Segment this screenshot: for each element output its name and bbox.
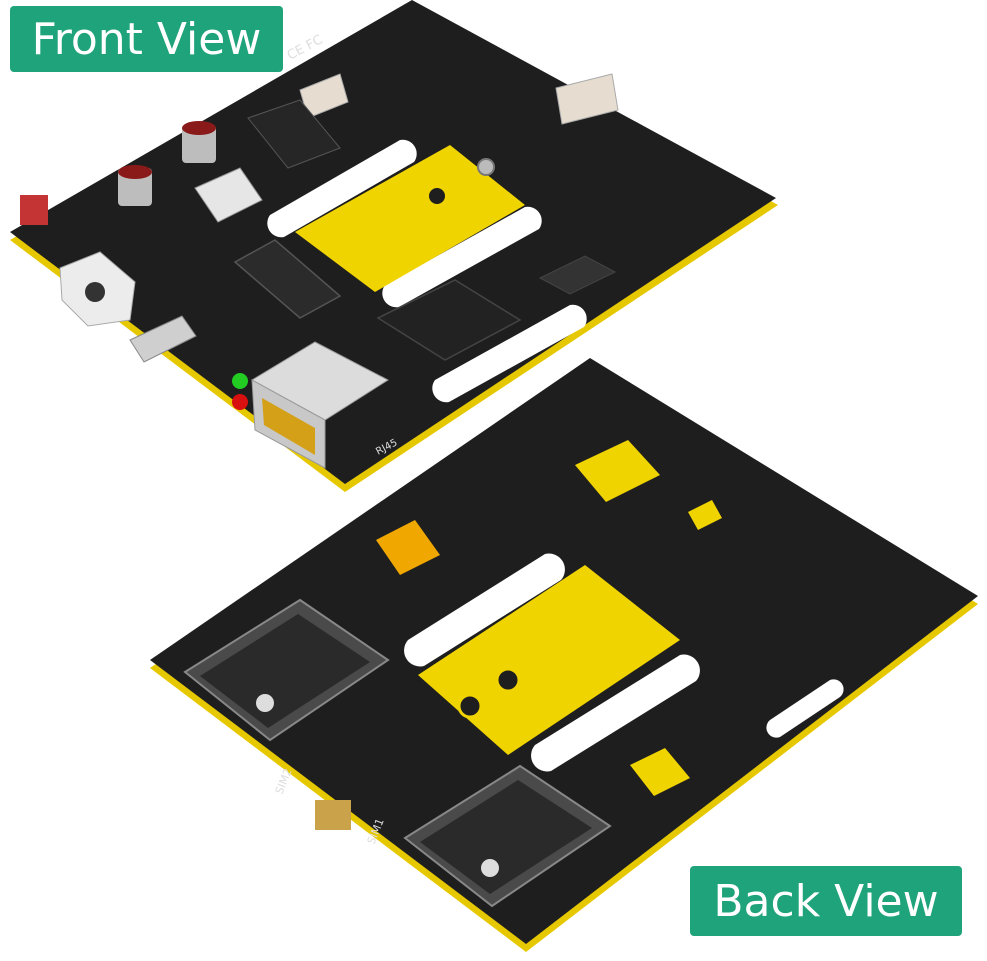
front-slots [267,139,587,403]
front-view-label: Front View [10,6,283,72]
back-slots [404,553,844,772]
small-chip [538,255,617,295]
front-copper-pad [295,145,525,292]
back-copper-pad [418,565,680,755]
back-pad [376,520,440,575]
led-green [232,373,248,389]
front-screw [477,158,495,176]
ic-chip [376,279,522,361]
back-pad [688,500,722,530]
front-pad-hole [427,186,447,206]
inductor [194,167,263,223]
m2-connector [233,239,342,319]
led-red [232,394,248,410]
back-pad [630,748,690,796]
front-board: CE FC RJ45 [10,0,778,492]
regulator [247,99,341,169]
pin-header [315,800,351,830]
back-view-label: Back View [690,866,962,936]
battery-connector [555,73,619,125]
sim2-silk: SIM2 [273,766,295,796]
power-switch [20,195,48,225]
usb-c-port [129,315,197,363]
capacitor [182,125,216,163]
back-board: SIM2 SIM1 [150,358,978,952]
back-pad [575,440,660,502]
